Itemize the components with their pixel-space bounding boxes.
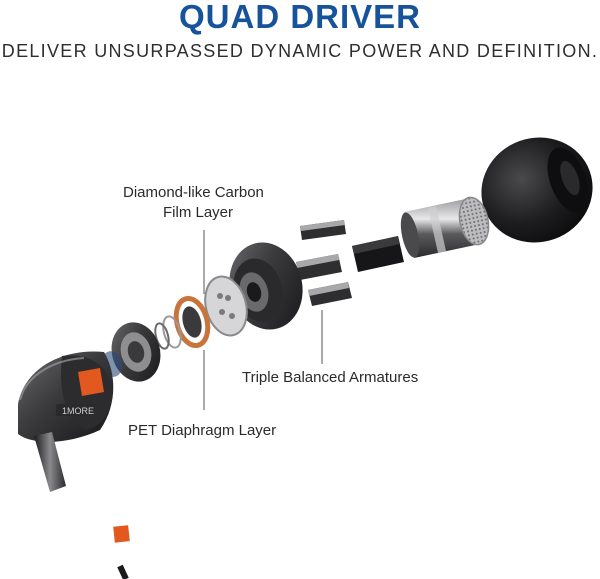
carbon-label-line2: Film Layer	[163, 204, 234, 221]
cable	[113, 525, 130, 579]
ear-tip	[481, 137, 593, 243]
brand-logo: 1MORE	[62, 406, 94, 416]
thin-rings	[154, 315, 182, 350]
balanced-armatures	[296, 220, 352, 306]
page-subtitle: DELIVER UNSURPASSED DYNAMIC POWER AND DE…	[1, 41, 599, 61]
pet-label: PET Diaphragm Layer	[128, 422, 277, 439]
armatures-label: Triple Balanced Armatures	[242, 369, 419, 386]
carbon-label-line1: Diamond-like Carbon	[123, 184, 264, 201]
damper-block	[352, 236, 404, 272]
back-shell: 1MORE	[18, 351, 114, 442]
page-title: QUAD DRIVER	[178, 0, 422, 35]
nozzle	[400, 196, 490, 258]
diamond-carbon-diaphragm	[204, 275, 248, 337]
earphone-stem	[34, 432, 66, 492]
